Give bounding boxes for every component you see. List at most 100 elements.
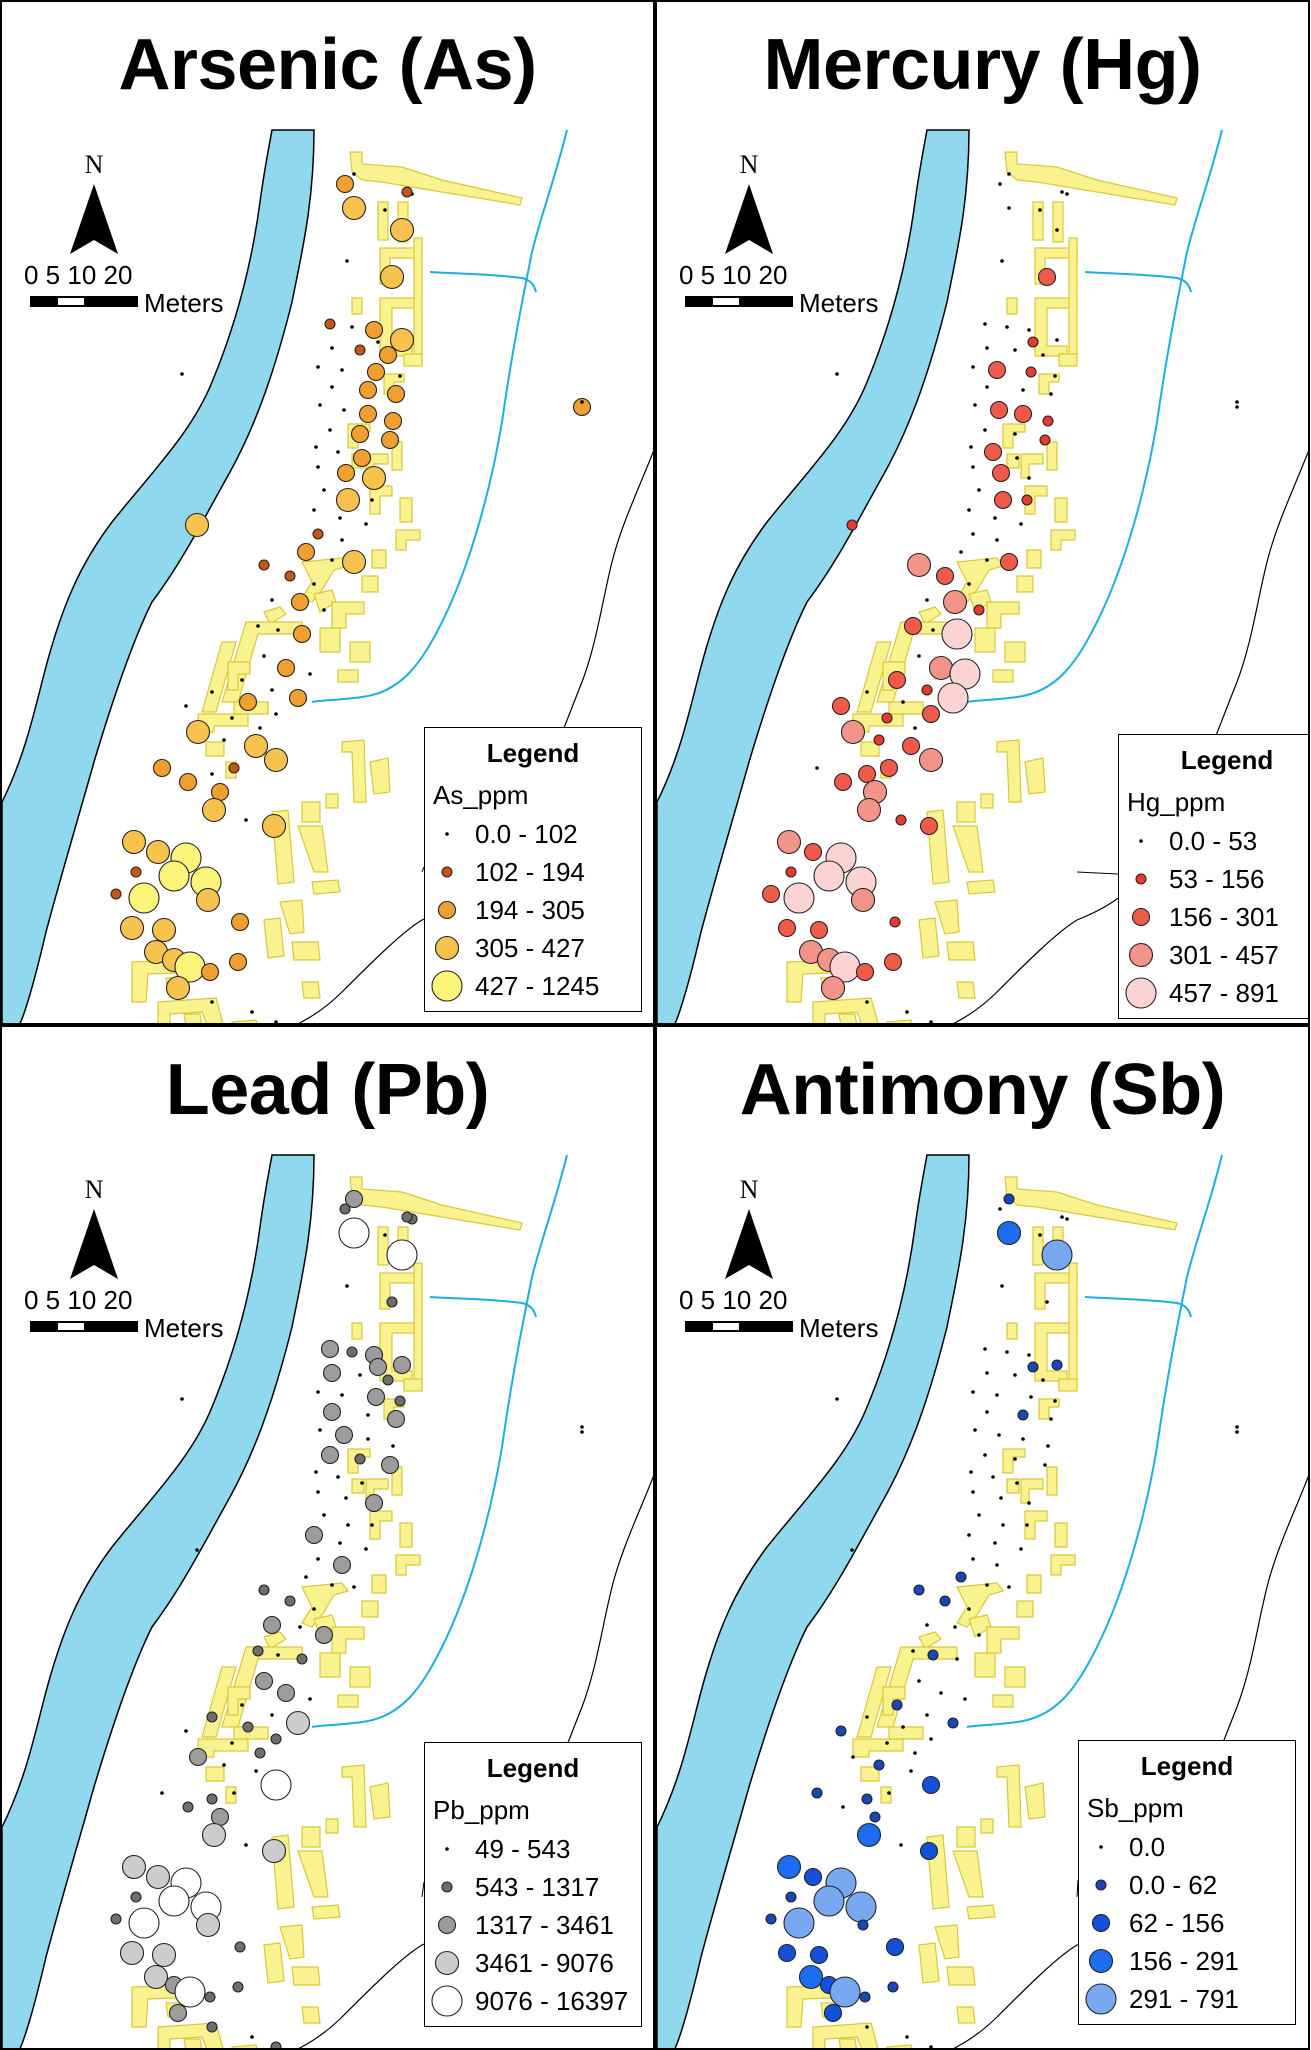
sample-point	[901, 736, 921, 756]
sample-point	[316, 365, 320, 369]
building-outline	[399, 497, 413, 523]
sample-point	[929, 2045, 933, 2048]
building-outline	[231, 1019, 258, 1023]
scale-unit: Meters	[799, 288, 879, 318]
sample-point	[145, 839, 171, 865]
building-outline	[301, 801, 321, 823]
sample-point	[254, 1747, 266, 1759]
sample-point	[1007, 206, 1011, 210]
sample-point	[195, 887, 221, 913]
sample-point	[316, 1390, 320, 1394]
sample-point	[338, 1541, 342, 1545]
map-canvas	[2, 129, 653, 1023]
building-outline	[231, 2044, 258, 2048]
sample-point	[206, 1793, 218, 1805]
sample-point	[823, 2003, 843, 2023]
legend-item: 102 - 194	[425, 854, 643, 890]
legend-symbol	[431, 1985, 463, 2017]
sample-point	[312, 508, 316, 512]
sample-point	[845, 1891, 877, 1923]
sample-point	[346, 1346, 358, 1358]
sample-point	[366, 1387, 386, 1407]
legend-symbol	[437, 1915, 457, 1935]
panel-title: Arsenic (As)	[118, 25, 537, 105]
sample-point	[312, 528, 324, 540]
north-arrow-icon	[725, 184, 773, 254]
sample-point	[250, 1010, 254, 1014]
sample-point	[1049, 1417, 1053, 1421]
building-outline	[341, 739, 367, 803]
sample-point	[366, 1437, 370, 1441]
sample-point	[1000, 259, 1004, 263]
legend-item: 427 - 1245	[425, 968, 643, 1004]
building-outline	[886, 1019, 913, 1023]
sample-point	[815, 766, 819, 770]
scale-unit: Meters	[799, 1313, 879, 1343]
sample-point	[967, 1533, 971, 1537]
sample-point	[276, 1653, 280, 1657]
building-outline	[1004, 1176, 1178, 1231]
sample-point	[829, 1976, 861, 2008]
legend-symbol	[431, 970, 463, 1002]
sample-point	[184, 1729, 188, 1733]
sample-point	[783, 882, 815, 914]
sample-point	[820, 975, 846, 1001]
building-outline	[1058, 353, 1078, 367]
sample-point	[392, 1355, 412, 1375]
legend-symbol	[434, 935, 460, 961]
scale-segment	[32, 298, 58, 305]
sample-point	[318, 403, 322, 407]
scale-numbers: 0 5 10 20	[24, 260, 133, 290]
building-outline	[918, 1942, 940, 1984]
sample-point	[119, 1940, 145, 1966]
sample-point	[398, 374, 402, 378]
sample-point	[811, 1787, 823, 1799]
building-outline	[361, 1600, 379, 1618]
scale-segment	[687, 1323, 713, 1330]
map-canvas	[2, 1154, 653, 2048]
sample-point	[200, 962, 220, 982]
sample-point	[1046, 1444, 1050, 1448]
building-outline	[956, 981, 976, 999]
building-outline	[1020, 1478, 1044, 1504]
sample-point	[386, 1296, 398, 1308]
sample-point	[969, 1470, 973, 1474]
building-outline	[966, 1904, 996, 1920]
legend-symbol	[1091, 1913, 1111, 1933]
sample-point	[152, 758, 172, 778]
sample-point	[330, 558, 334, 562]
legend-item: 1317 - 3461	[425, 1907, 643, 1943]
building-outline	[1004, 1666, 1026, 1688]
sample-point	[991, 463, 1011, 483]
building-outline	[263, 1631, 287, 1650]
sample-point	[298, 1625, 302, 1629]
sample-point	[290, 592, 310, 612]
sample-point	[959, 550, 963, 554]
building-outline	[992, 1694, 1014, 1708]
building-outline	[1068, 237, 1078, 363]
sample-point	[261, 1838, 287, 1864]
map-canvas	[657, 129, 1308, 1023]
river	[657, 129, 970, 1023]
building-outline	[369, 1782, 391, 1820]
sample-point	[185, 719, 211, 745]
building-outline	[980, 793, 994, 809]
legend-label: 3461 - 9076	[475, 1948, 614, 1978]
sample-point	[977, 1513, 981, 1517]
sample-point	[840, 719, 866, 745]
sample-point	[314, 445, 318, 449]
map-canvas	[657, 1154, 1308, 2048]
sample-point	[813, 860, 845, 892]
building-outline	[934, 899, 960, 935]
sample-point	[925, 598, 929, 602]
sample-point	[354, 1453, 366, 1465]
sample-point	[989, 400, 1009, 420]
sample-point	[1055, 228, 1059, 232]
building-outline	[377, 201, 389, 241]
sample-point	[254, 1671, 274, 1691]
building-outline	[974, 1652, 996, 1678]
building-outline	[349, 1666, 371, 1688]
sample-point	[971, 1390, 975, 1394]
